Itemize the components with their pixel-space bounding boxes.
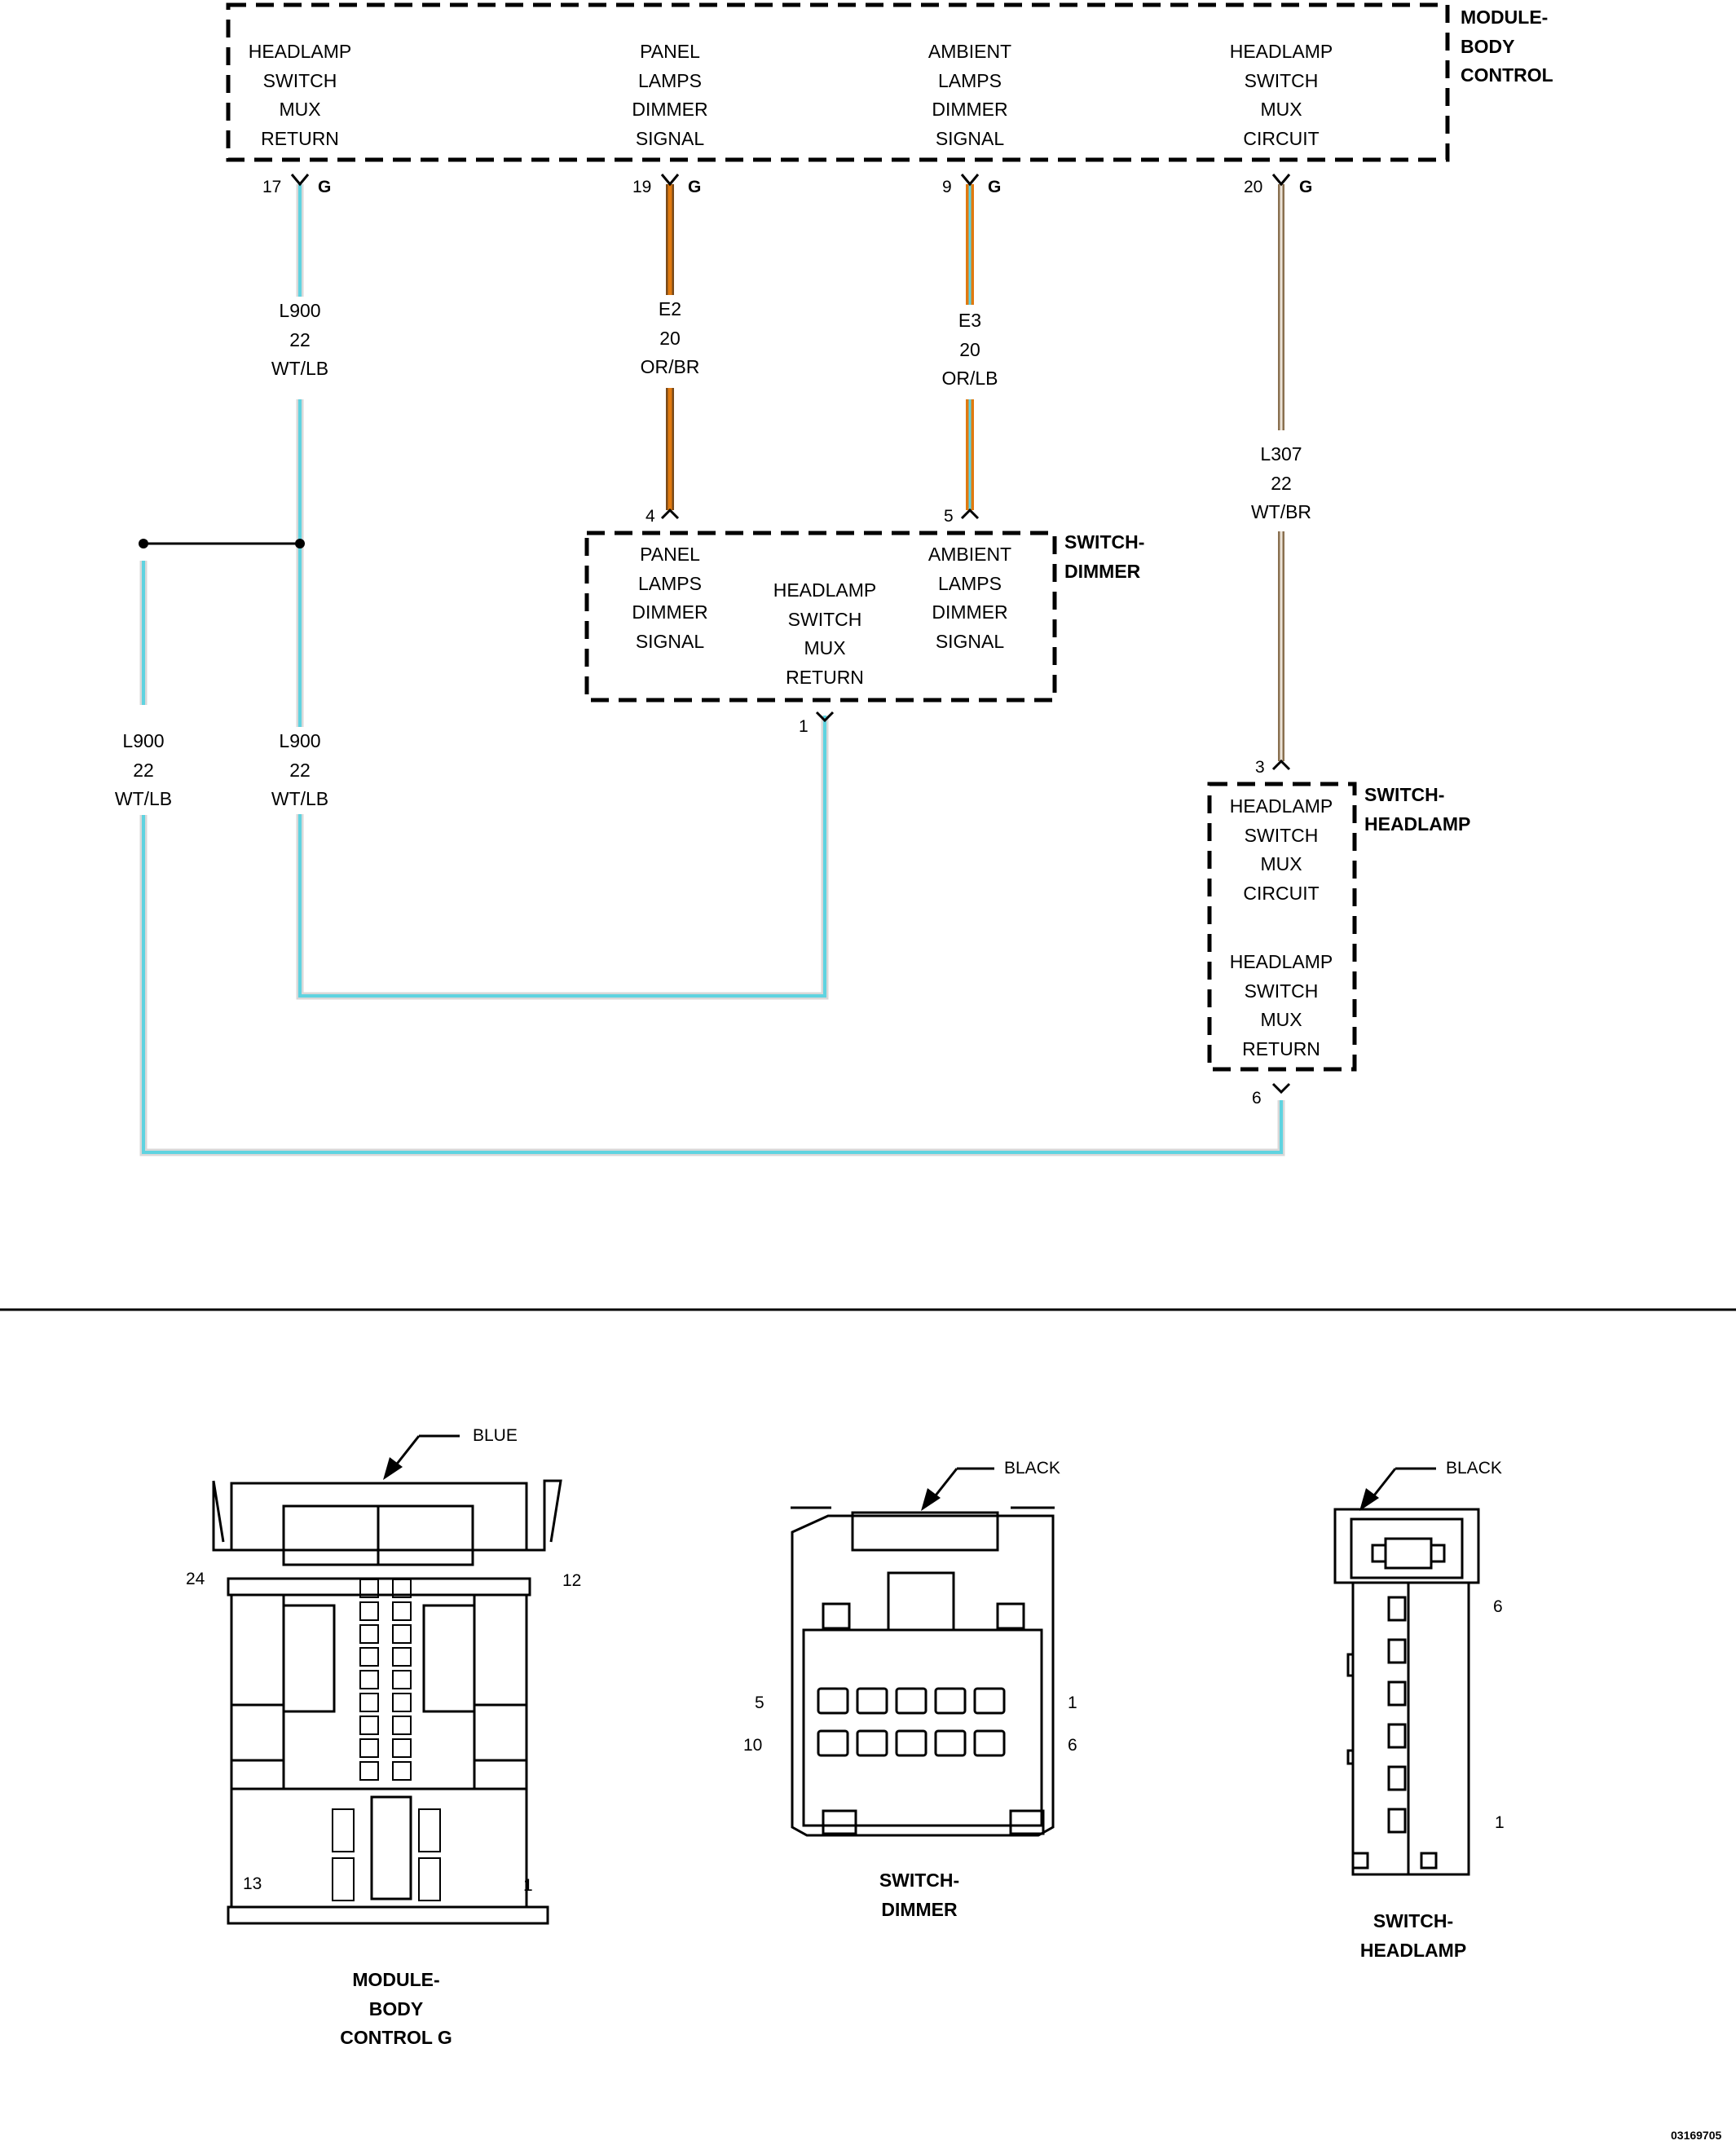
- mbc-connector-letter: G: [688, 178, 702, 196]
- mbc-pin-number: 17: [262, 178, 282, 196]
- switch-headlamp-color-callout: [1359, 1467, 1436, 1511]
- connector-name: SWITCH- HEADLAMP: [1359, 1910, 1467, 1961]
- connector-pin-label: 5: [755, 1694, 764, 1712]
- switch-headlamp-pin-number: 3: [1255, 758, 1265, 777]
- switch-dimmer-pin4-label: PANEL LAMPS DIMMER SIGNAL: [632, 544, 708, 652]
- switch-dimmer-box: [584, 531, 1057, 703]
- wire-l900-upper: [296, 184, 829, 1000]
- connector-pin-label: 1: [1068, 1694, 1077, 1712]
- connector-color-label: BLACK: [1004, 1459, 1060, 1478]
- mbc-connector-letter: G: [988, 178, 1002, 196]
- switch-dimmer-pin5-label: AMBIENT LAMPS DIMMER SIGNAL: [927, 544, 1012, 652]
- connector-pin-label: 10: [743, 1736, 763, 1755]
- module-body-control-title: MODULE- BODY CONTROL: [1461, 7, 1553, 86]
- splice: [139, 539, 305, 548]
- mbc-pin20-label: HEADLAMP SWITCH MUX CIRCUIT: [1229, 41, 1333, 149]
- terminal-symbols: [290, 174, 1291, 1095]
- connector-pin-label: 12: [562, 1571, 582, 1590]
- wire-l900-left: [139, 561, 1285, 1156]
- switch-headlamp-box: [1207, 782, 1357, 1072]
- connector-pin-label: 13: [243, 1874, 262, 1893]
- module-body-control-cavities: [332, 1579, 441, 1901]
- mbc-pin-number: 20: [1244, 178, 1263, 196]
- mbc-connector-letter: G: [318, 178, 332, 196]
- figure-id: 03169705: [1671, 2129, 1722, 2142]
- wire-label: L900 22 WT/LB: [209, 297, 391, 384]
- module-body-control-box: [226, 2, 1450, 162]
- switch-dimmer-cavities: [817, 1687, 1006, 1757]
- switch-headlamp-pin3-label: HEADLAMP SWITCH MUX CIRCUIT: [1229, 795, 1333, 904]
- mbc-pin-number: 19: [632, 178, 652, 196]
- switch-dimmer-connector-drawing: [791, 1506, 1055, 1837]
- switch-dimmer-pin-number: 1: [799, 717, 809, 736]
- mbc-pin9-label: AMBIENT LAMPS DIMMER SIGNAL: [927, 41, 1012, 149]
- switch-dimmer-pin-number: 4: [645, 507, 655, 526]
- connector-color-label: BLACK: [1446, 1459, 1502, 1478]
- switch-headlamp-pin-number: 6: [1252, 1089, 1262, 1108]
- mbc-pin17-label: HEADLAMP SWITCH MUX RETURN: [248, 41, 352, 149]
- wire-label: L900 22 WT/LB: [210, 727, 390, 814]
- module-body-control-connector-drawing: [212, 1479, 562, 1925]
- switch-dimmer-title: SWITCH- DIMMER: [1064, 531, 1145, 582]
- mbc-pin-number: 9: [942, 178, 952, 196]
- mbc-connector-letter: G: [1299, 178, 1313, 196]
- mbc-pin19-label: PANEL LAMPS DIMMER SIGNAL: [632, 41, 708, 149]
- wire-label: L307 22 WT/BR: [1192, 440, 1371, 527]
- switch-headlamp-connector-drawing: [1333, 1508, 1480, 1876]
- blue-color-callout: [383, 1434, 460, 1480]
- wire-label: L900 22 WT/LB: [54, 727, 233, 814]
- switch-headlamp-cavities: [1387, 1596, 1407, 1834]
- connector-pin-label: 1: [523, 1876, 533, 1895]
- connector-pin-label: 1: [1495, 1813, 1505, 1832]
- switch-headlamp-title: SWITCH- HEADLAMP: [1364, 784, 1471, 835]
- switch-headlamp-pin6-label: HEADLAMP SWITCH MUX RETURN: [1229, 951, 1333, 1059]
- connector-name: SWITCH- DIMMER: [879, 1870, 960, 1920]
- switch-dimmer-color-callout: [921, 1467, 994, 1511]
- connector-color-label: BLUE: [473, 1426, 518, 1445]
- connector-pin-label: 6: [1493, 1597, 1503, 1616]
- switch-dimmer-pin-number: 5: [944, 507, 954, 526]
- connector-name: MODULE- BODY CONTROL G: [340, 1969, 452, 2048]
- wire-label: E2 20 OR/BR: [580, 295, 760, 382]
- connector-pin-label: 24: [186, 1570, 205, 1588]
- connector-pin-label: 6: [1068, 1736, 1077, 1755]
- wire-label: E3 20 OR/LB: [880, 306, 1060, 394]
- switch-dimmer-pin1-label: HEADLAMP SWITCH MUX RETURN: [773, 579, 877, 688]
